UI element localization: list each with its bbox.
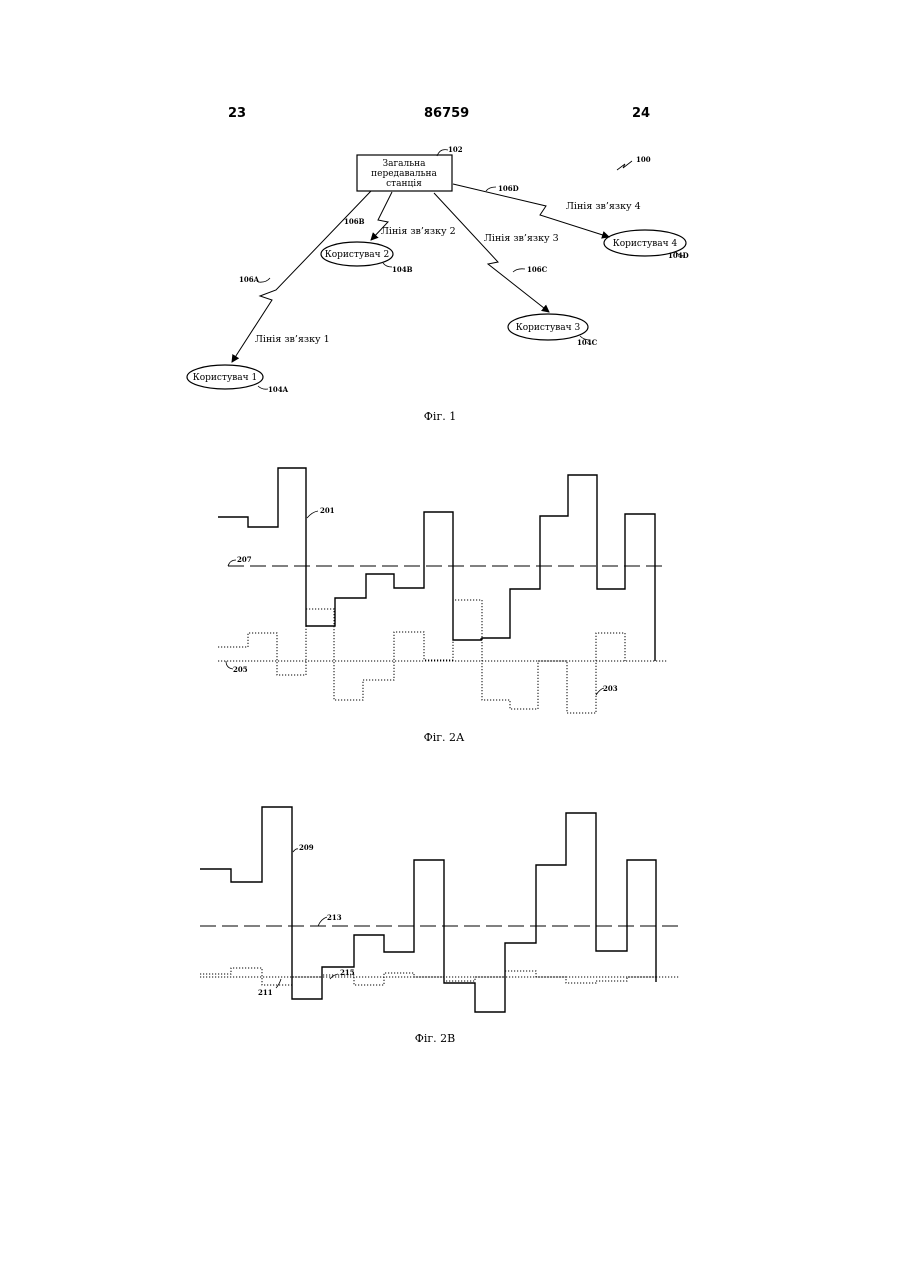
station-ref: 102 — [448, 145, 463, 154]
user-1-label: Користувач 1 — [193, 373, 257, 383]
fig2b-signal-209-leader — [293, 849, 298, 852]
fig2b-signal-215-leader — [330, 974, 338, 979]
fig2a-signal-201-leader — [307, 511, 318, 518]
fig2a-threshold-leader — [228, 560, 236, 566]
link-4-label: Лінія зв’язку 4 — [566, 201, 641, 212]
fig2a-signal-203-ref: 203 — [603, 684, 618, 693]
user-2-ref: 104B — [392, 265, 413, 274]
fig2b-threshold-ref: 213 — [327, 913, 342, 922]
station-label-line1: Загальна — [382, 159, 426, 169]
fig2b-caption: Фіг. 2В — [415, 1032, 456, 1045]
fig2a-caption: Фіг. 2А — [424, 731, 465, 744]
fig2a-signal-201-ref: 201 — [320, 506, 335, 515]
fig2b-baseline-ref: 211 — [258, 988, 273, 997]
link-2-label: Лінія зв’язку 2 — [381, 226, 456, 237]
fig2a-baseline-leader — [226, 661, 233, 669]
fig2b-threshold-leader — [318, 917, 327, 926]
station-label-line3: станція — [386, 179, 422, 189]
link-3-label: Лінія зв’язку 3 — [484, 233, 559, 244]
user-2-ref-leader — [383, 263, 392, 267]
link-3-line — [434, 193, 549, 312]
user-1-ref-leader — [258, 386, 268, 389]
user-2-label: Користувач 2 — [325, 250, 389, 260]
user-3-label: Користувач 3 — [516, 323, 581, 333]
fig2b-baseline-leader — [276, 979, 281, 988]
fig2b-signal-209 — [200, 807, 656, 1012]
link-3-ref: 106C — [527, 265, 548, 274]
user-4-ref: 104D — [668, 251, 689, 260]
fig2b-signal-209-ref: 209 — [299, 843, 314, 852]
link-1-ref-leader — [258, 278, 270, 282]
user-4-label: Користувач 4 — [613, 239, 678, 249]
station-label-line2: передавальна — [371, 169, 437, 179]
fig2a-signal-203 — [218, 600, 625, 713]
link-4-ref: 106D — [498, 184, 519, 193]
link-4-ref-leader — [486, 187, 496, 191]
link-1-label: Лінія зв’язку 1 — [255, 334, 330, 345]
fig2a-baseline-ref: 205 — [233, 665, 248, 674]
fig2a-threshold-ref: 207 — [237, 555, 252, 564]
system-ref-zigzag — [617, 161, 632, 170]
system-ref: 100 — [636, 155, 651, 164]
link-1-ref: 106A — [239, 275, 260, 284]
user-3-ref: 104C — [577, 338, 598, 347]
link-3-ref-leader — [513, 269, 525, 272]
link-2-ref: 106B — [344, 217, 365, 226]
fig2b-diagram: 213 211 209 215 Фіг. 2В — [200, 807, 680, 1045]
fig1-diagram: Загальна передавальна станція 102 100 Ко… — [187, 145, 689, 423]
fig2a-signal-201 — [218, 468, 655, 661]
fig2b-signal-215-ref: 215 — [340, 968, 355, 977]
user-1-ref: 104A — [268, 385, 289, 394]
fig1-caption: Фіг. 1 — [424, 410, 456, 423]
fig2a-diagram: 207 205 201 203 Фіг. 2А — [218, 468, 668, 744]
